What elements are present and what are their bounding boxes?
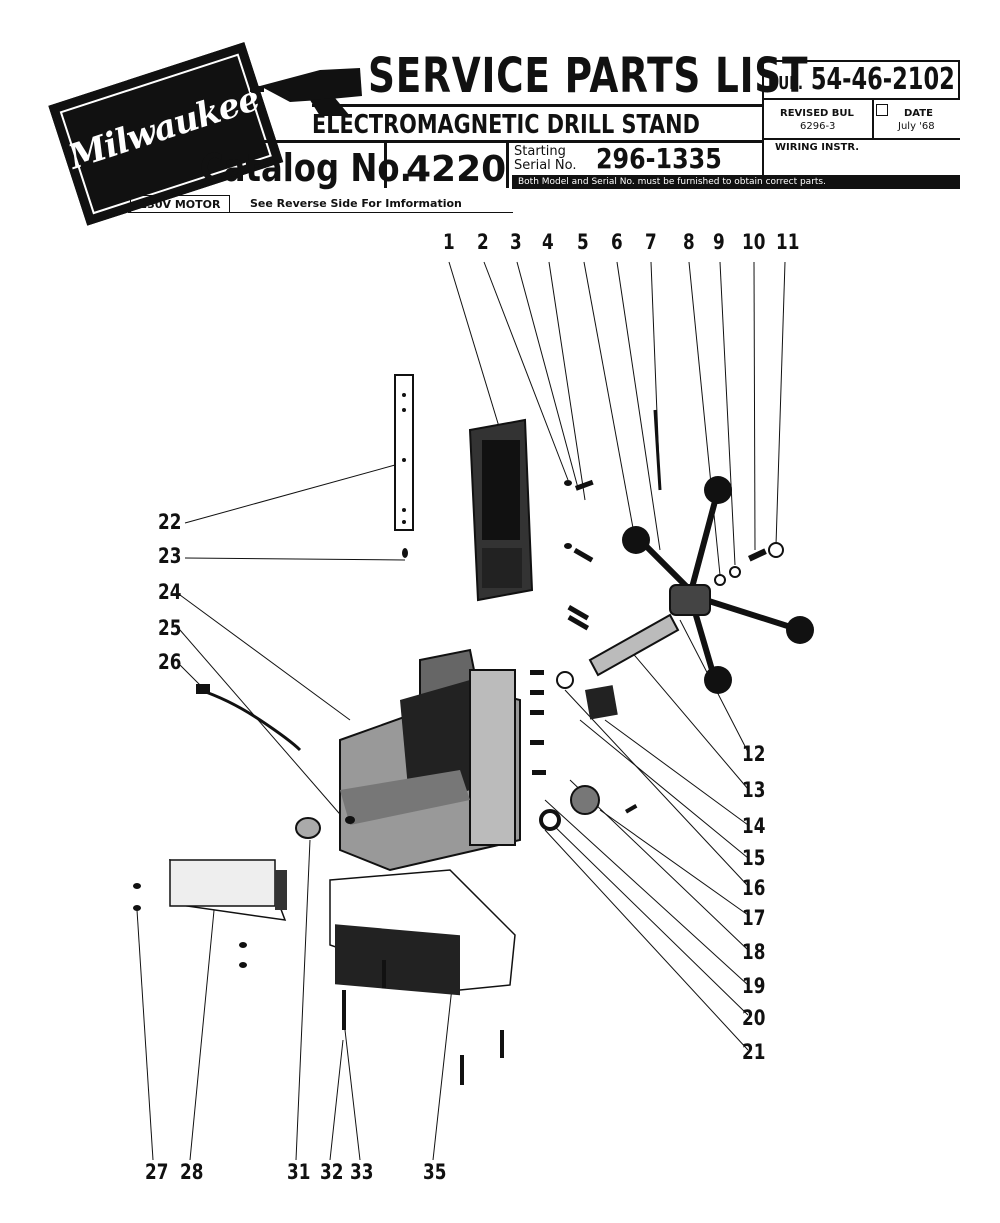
starting-serial-label-line2: Serial No. [514, 158, 577, 173]
page-title: SERVICE PARTS LIST [368, 48, 809, 104]
catalog-divider [384, 143, 387, 188]
callout-23: 23 [158, 544, 182, 568]
serial-divider [506, 143, 509, 188]
motor-rule [128, 212, 513, 213]
callout-9: 9 [713, 230, 725, 254]
part-1-slide [468, 418, 534, 602]
part-35-magnet-base [329, 869, 516, 996]
callout-2: 2 [477, 230, 489, 254]
page-subtitle: ELECTROMAGNETIC DRILL STAND [312, 110, 700, 140]
callout-4: 4 [542, 230, 554, 254]
serial-number: 296-1335 [596, 142, 722, 175]
callout-3: 3 [510, 230, 522, 254]
date-label: DATE [904, 108, 933, 119]
callout-28: 28 [180, 1160, 204, 1184]
notice-bar: Both Model and Serial No. must be furnis… [512, 175, 960, 189]
revised-value: 6296-3 [800, 121, 836, 132]
callout-1: 1 [443, 230, 455, 254]
callout-31: 31 [287, 1160, 311, 1184]
catalog-label: Catalog No. [200, 146, 412, 190]
callout-16: 16 [742, 876, 766, 900]
part-28-cover [169, 859, 287, 921]
title-rule [312, 104, 762, 107]
callout-6: 6 [611, 230, 623, 254]
part-capstan-handle [622, 476, 814, 694]
date-checkbox [876, 104, 888, 116]
reverse-note: See Reverse Side For Imformation [250, 197, 462, 210]
date-value: July '68 [898, 121, 935, 132]
motor-label: 230V MOTOR [130, 195, 230, 213]
part-22-bar [394, 374, 414, 531]
callout-14: 14 [742, 814, 766, 838]
info-box-rule [762, 138, 960, 140]
callout-35: 35 [423, 1160, 447, 1184]
bulletin-box [762, 60, 960, 100]
bulletin-number: 54-46-2102 [810, 62, 955, 97]
part-24-main-body [339, 648, 521, 872]
wiring-label: WIRING INSTR. [775, 142, 860, 153]
callout-20: 20 [742, 1006, 766, 1030]
callout-13: 13 [742, 778, 766, 802]
callout-21: 21 [742, 1040, 766, 1064]
callout-26: 26 [158, 650, 182, 674]
info-box-left-border [762, 100, 764, 188]
callout-8: 8 [683, 230, 695, 254]
callout-22: 22 [158, 510, 182, 534]
callout-12: 12 [742, 742, 766, 766]
callout-7: 7 [645, 230, 657, 254]
callout-10: 10 [742, 230, 766, 254]
callout-11: 11 [776, 230, 800, 254]
callout-24: 24 [158, 580, 182, 604]
info-box-mid-border [872, 100, 874, 140]
subtitle-rule [195, 140, 762, 143]
revised-label: REVISED BUL [780, 108, 854, 119]
callout-32: 32 [320, 1160, 344, 1184]
callout-15: 15 [742, 846, 766, 870]
callout-27: 27 [145, 1160, 169, 1184]
starting-serial-label-line1: Starting [514, 144, 566, 159]
callout-19: 19 [742, 974, 766, 998]
callout-18: 18 [742, 940, 766, 964]
callout-25: 25 [158, 616, 182, 640]
callout-5: 5 [577, 230, 589, 254]
callout-17: 17 [742, 906, 766, 930]
catalog-number: 4220 [406, 149, 507, 190]
starting-serial-label: Starting Serial No. [514, 145, 577, 173]
bulletin-label: BUL. [768, 73, 803, 94]
drill-icon [250, 68, 362, 116]
callout-33: 33 [350, 1160, 374, 1184]
bulletin: BUL. 54-46-2102 [768, 62, 955, 97]
